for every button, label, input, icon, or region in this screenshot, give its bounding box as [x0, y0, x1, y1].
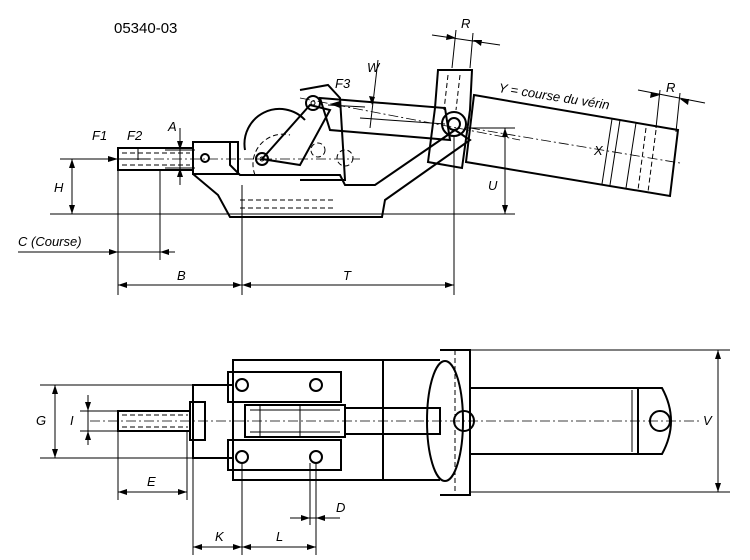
drawing-code: 05340-03: [114, 20, 177, 37]
label-f2: F2: [127, 128, 143, 143]
label-r-top: R: [461, 16, 470, 31]
side-elevation-view: [18, 29, 706, 295]
label-t: T: [343, 268, 352, 283]
label-w: W: [367, 60, 381, 75]
label-g: G: [36, 413, 46, 428]
label-r-right: R: [666, 80, 675, 95]
plan-view: [40, 349, 730, 555]
label-f1: F1: [92, 128, 107, 143]
label-i: I: [70, 413, 74, 428]
label-x: X: [593, 143, 604, 158]
label-l: L: [276, 529, 283, 544]
label-d: D: [336, 500, 345, 515]
label-v: V: [703, 413, 713, 428]
label-c-course: C (Course): [18, 234, 82, 249]
label-e: E: [147, 474, 156, 489]
label-a: A: [167, 119, 177, 134]
label-b: B: [177, 268, 186, 283]
label-u: U: [488, 178, 498, 193]
label-k: K: [215, 529, 225, 544]
label-f3: F3: [335, 76, 351, 91]
label-y-course: Y = course du vérin: [498, 80, 611, 112]
label-h: H: [54, 180, 64, 195]
